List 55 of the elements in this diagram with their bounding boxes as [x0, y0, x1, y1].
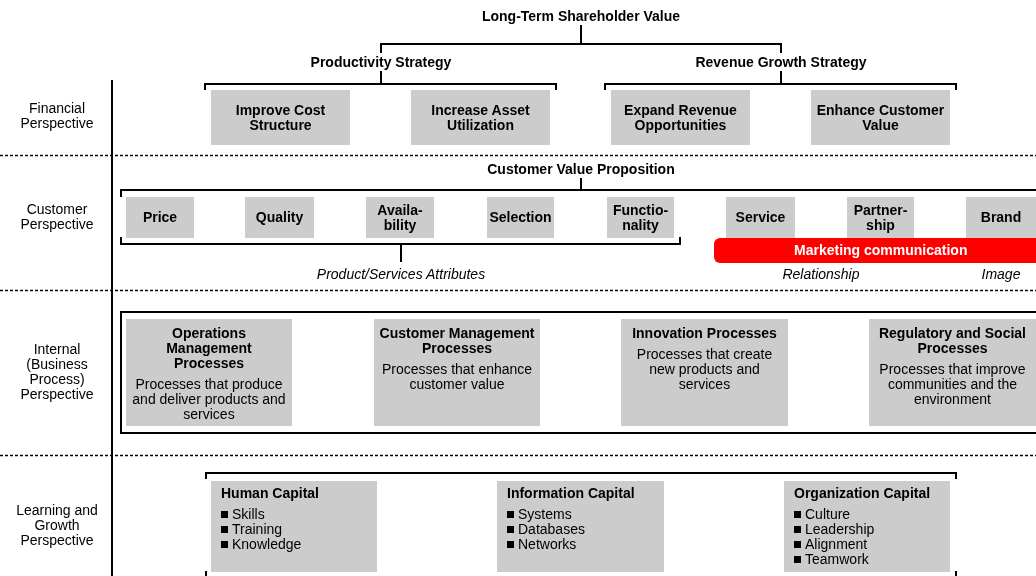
objective-box: Improve Cost Structure [211, 90, 350, 145]
attribute-box: Brand [966, 197, 1036, 238]
bullet-item: Networks [507, 537, 654, 552]
objective-box: Expand Revenue Opportunities [611, 90, 750, 145]
box-description: Processes that create new products and services [635, 347, 774, 392]
attribute-box: Quality [245, 197, 314, 238]
perspective-label: Learning and Growth Perspective [15, 503, 99, 548]
box-heading: Information Capital [507, 486, 636, 501]
bullet-item: Leadership [794, 522, 940, 537]
attribute-box: Partner- ship [847, 197, 914, 238]
bullet-item: Skills [221, 507, 367, 522]
box-description: Processes that enhance customer value [380, 362, 534, 392]
box-heading: Human Capital [221, 486, 320, 501]
connector-line [780, 70, 957, 91]
box-description: Processes that improve communities and the environment [878, 362, 1027, 407]
perspective-label: Financial Perspective [19, 101, 95, 131]
attribute-box: Service [726, 197, 795, 238]
box-heading: Innovation Processes [632, 326, 777, 341]
bullet-item: Knowledge [221, 537, 367, 552]
group-caption: Image [980, 267, 1022, 282]
objective-box: Enhance Customer Value [811, 90, 950, 145]
bullet-item: Culture [794, 507, 940, 522]
box-heading: Organization Capital [794, 486, 932, 501]
attribute-box: Price [126, 197, 194, 238]
capital-box [784, 481, 950, 572]
strategy-heading: Revenue Growth Strategy [681, 53, 881, 71]
group-caption: Relationship [781, 267, 861, 282]
bullet-item: Systems [507, 507, 654, 522]
box-heading: Regulatory and Social Processes [877, 326, 1027, 356]
process-box [869, 319, 1036, 426]
process-box [621, 319, 788, 426]
capital-box [497, 481, 664, 572]
process-box [374, 319, 540, 426]
bullet-item: Alignment [794, 537, 940, 552]
section-heading: Customer Value Proposition [486, 162, 676, 177]
communication-banner: Marketing communication [714, 238, 1036, 263]
connector-line [380, 70, 557, 91]
strategy-heading: Long-Term Shareholder Value [431, 7, 731, 25]
bullet-item: Databases [507, 522, 654, 537]
group-caption: Product/Services Attributes [315, 267, 487, 282]
connector-line [580, 24, 782, 54]
attribute-box: Availa- bility [366, 197, 434, 238]
capital-box [211, 481, 377, 572]
bullet-item: Training [221, 522, 367, 537]
perspective-label: Internal (Business Process) Perspective [19, 342, 95, 402]
bullet-item: Teamwork [794, 552, 940, 567]
box-heading: Operations Management Processes [165, 326, 253, 371]
process-box [126, 319, 292, 426]
perspective-label: Customer Perspective [19, 202, 95, 232]
strategy-heading: Productivity Strategy [281, 53, 481, 71]
attribute-box: Functio- nality [607, 197, 674, 238]
box-description: Processes that produce and deliver products and services [131, 377, 287, 422]
attribute-box: Selection [487, 197, 554, 238]
box-heading: Customer Management Processes [378, 326, 536, 356]
objective-box: Increase Asset Utilization [411, 90, 550, 145]
